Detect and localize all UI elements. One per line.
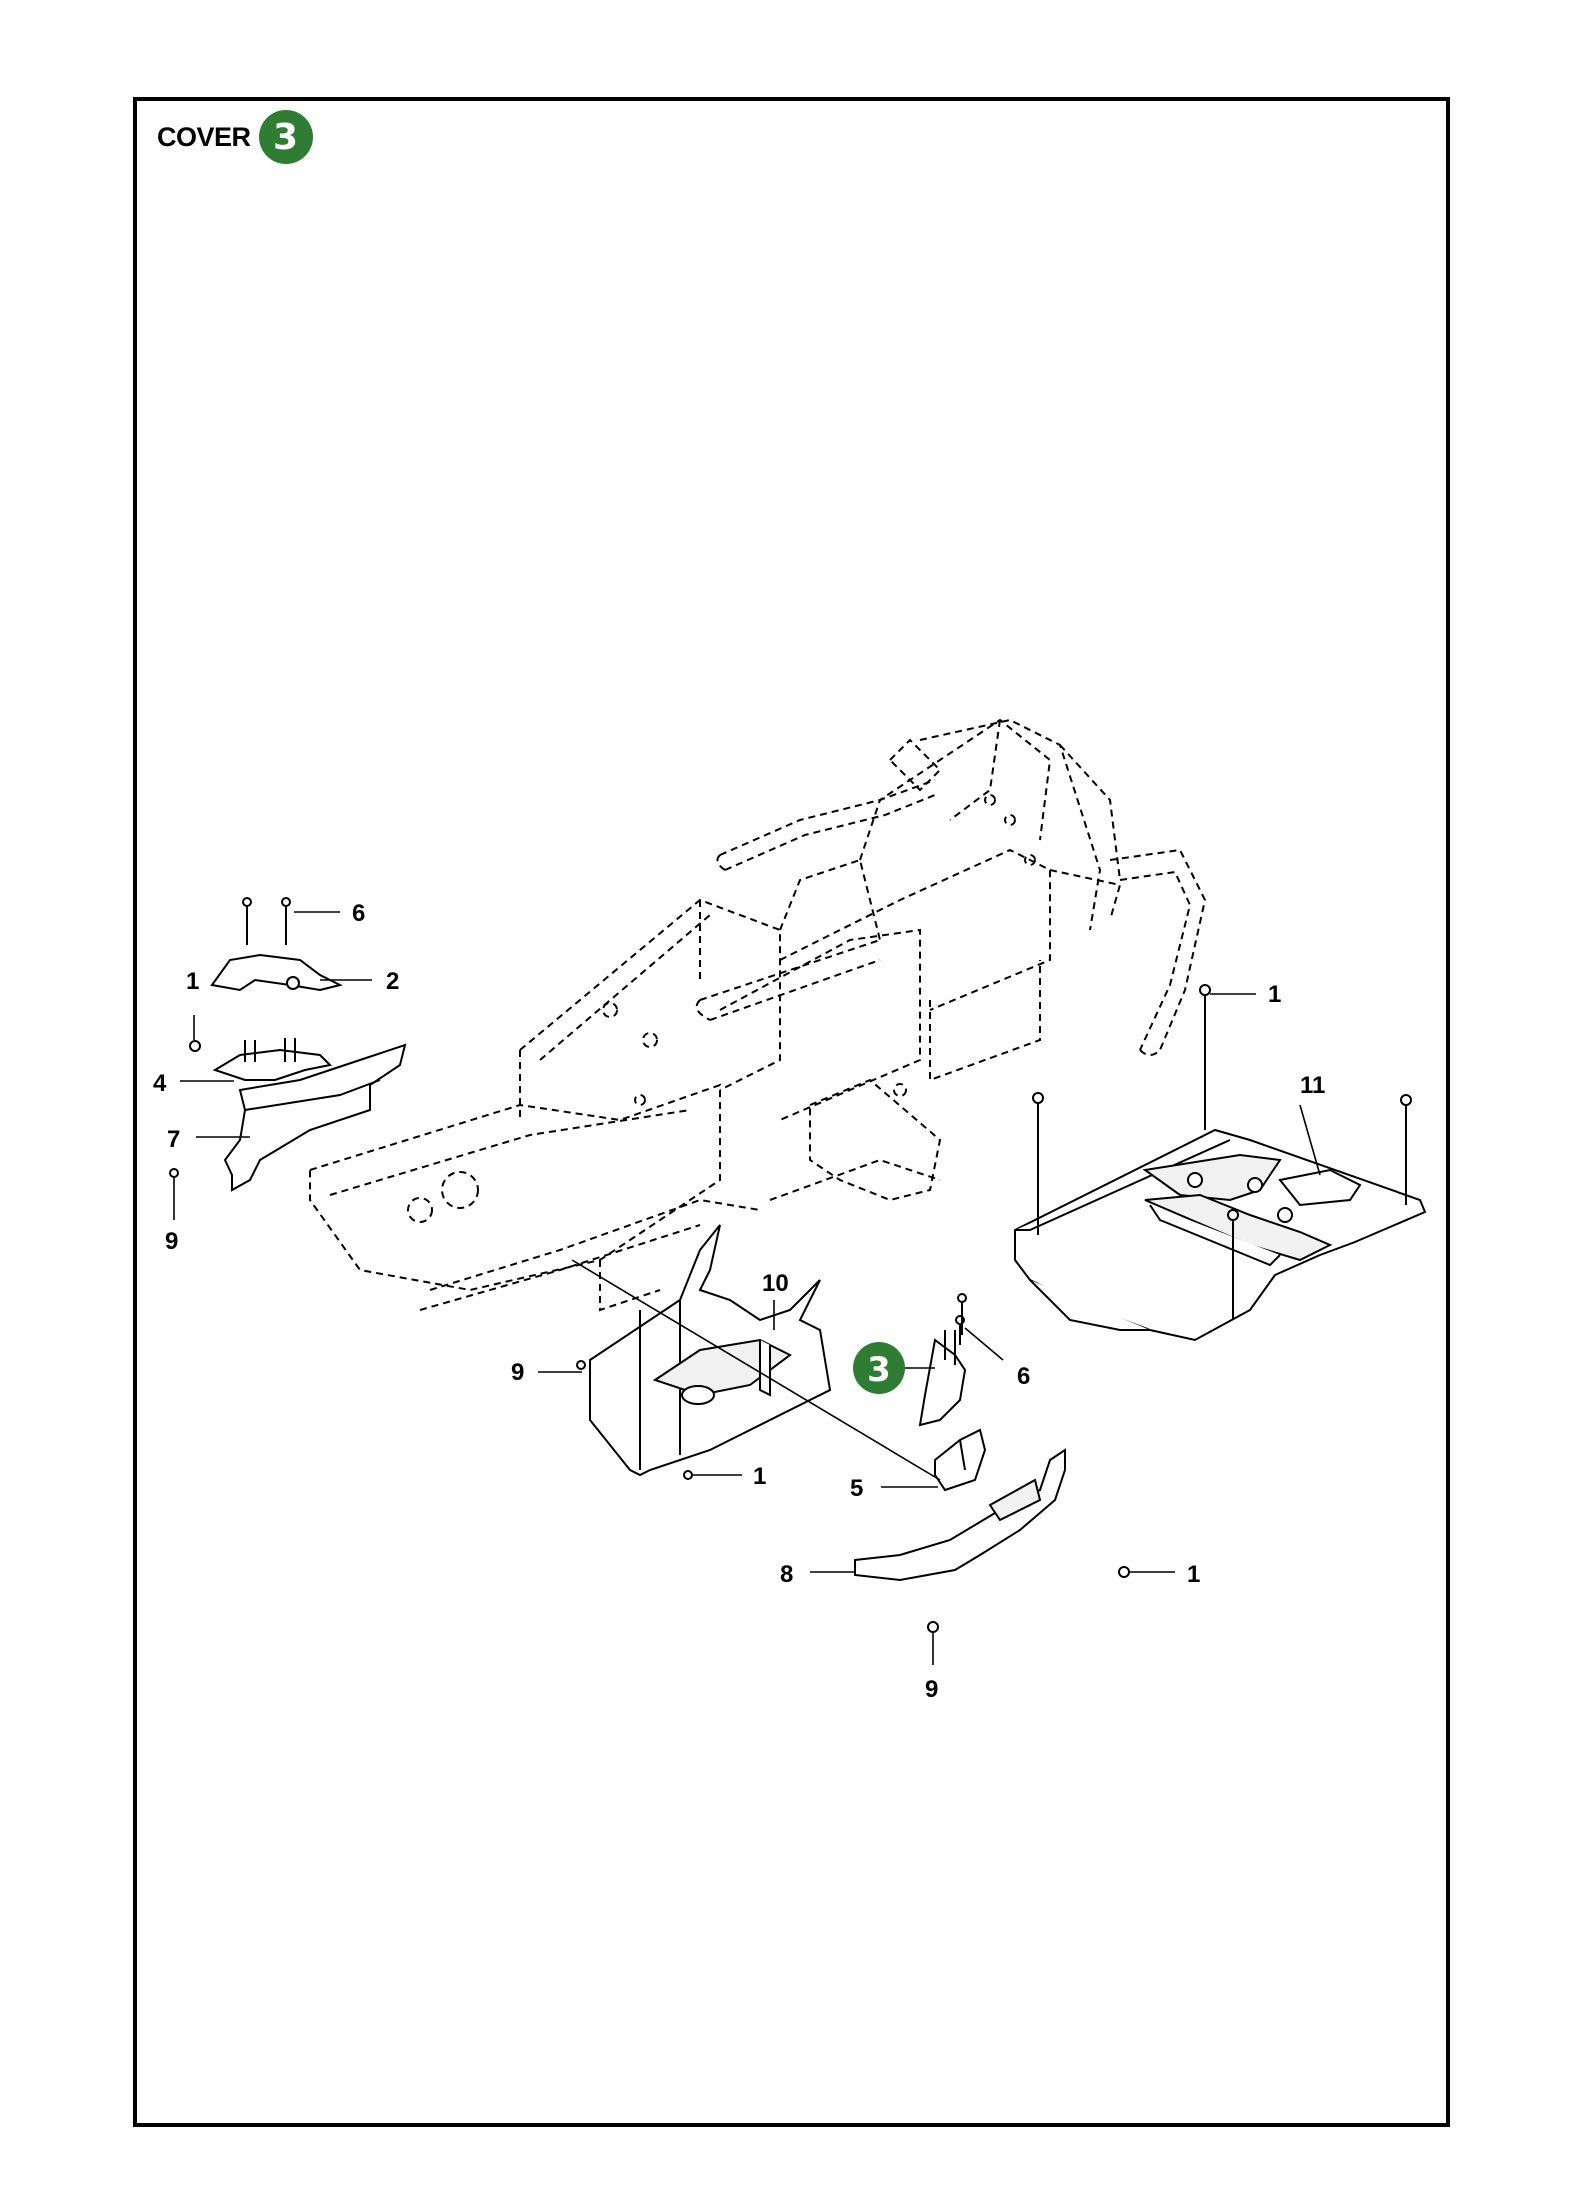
callout-3: 3 <box>867 1350 891 1390</box>
callout-8: 8 <box>780 1561 793 1588</box>
callout-2: 2 <box>386 968 399 995</box>
callout-9-center: 9 <box>511 1359 524 1386</box>
callout-9-bottom: 9 <box>925 1676 938 1703</box>
callout-1-center: 1 <box>753 1463 766 1490</box>
part-8-right-side-cover <box>854 1448 1066 1582</box>
page-title: COVER 3 <box>157 110 313 164</box>
callout-1-upper-right: 1 <box>1268 981 1281 1008</box>
part-3-right-cover <box>918 1330 967 1427</box>
leader-lines <box>173 911 1321 1665</box>
part-3-callout-badge <box>853 1342 905 1394</box>
part-7-left-side-cover <box>223 1043 407 1192</box>
part-5-right-lower-cover <box>934 1428 987 1492</box>
callout-11: 11 <box>1300 1072 1325 1099</box>
callout-9-left: 9 <box>165 1228 178 1255</box>
callout-4: 4 <box>153 1070 167 1097</box>
mower-frame-phantom <box>309 718 1207 1312</box>
group-number-badge: 3 <box>258 110 313 164</box>
part-2-left-upper-cover <box>210 953 343 992</box>
callout-1-upper-left: 1 <box>186 968 199 995</box>
title-text: COVER <box>157 121 251 152</box>
callout-6-right: 6 <box>1017 1363 1030 1390</box>
drawing-frame <box>133 97 1450 2127</box>
callout-7: 7 <box>167 1126 180 1153</box>
callout-1-lower-right: 1 <box>1187 1561 1200 1588</box>
fasteners <box>169 897 1412 1633</box>
part-10-center-cover <box>589 1224 832 1477</box>
callout-5: 5 <box>850 1475 863 1502</box>
callout-6-left: 6 <box>352 900 365 927</box>
part-4-left-lower-cover <box>212 1038 333 1081</box>
part-11-floor-plate <box>1014 1128 1427 1342</box>
callout-10: 10 <box>762 1270 789 1297</box>
